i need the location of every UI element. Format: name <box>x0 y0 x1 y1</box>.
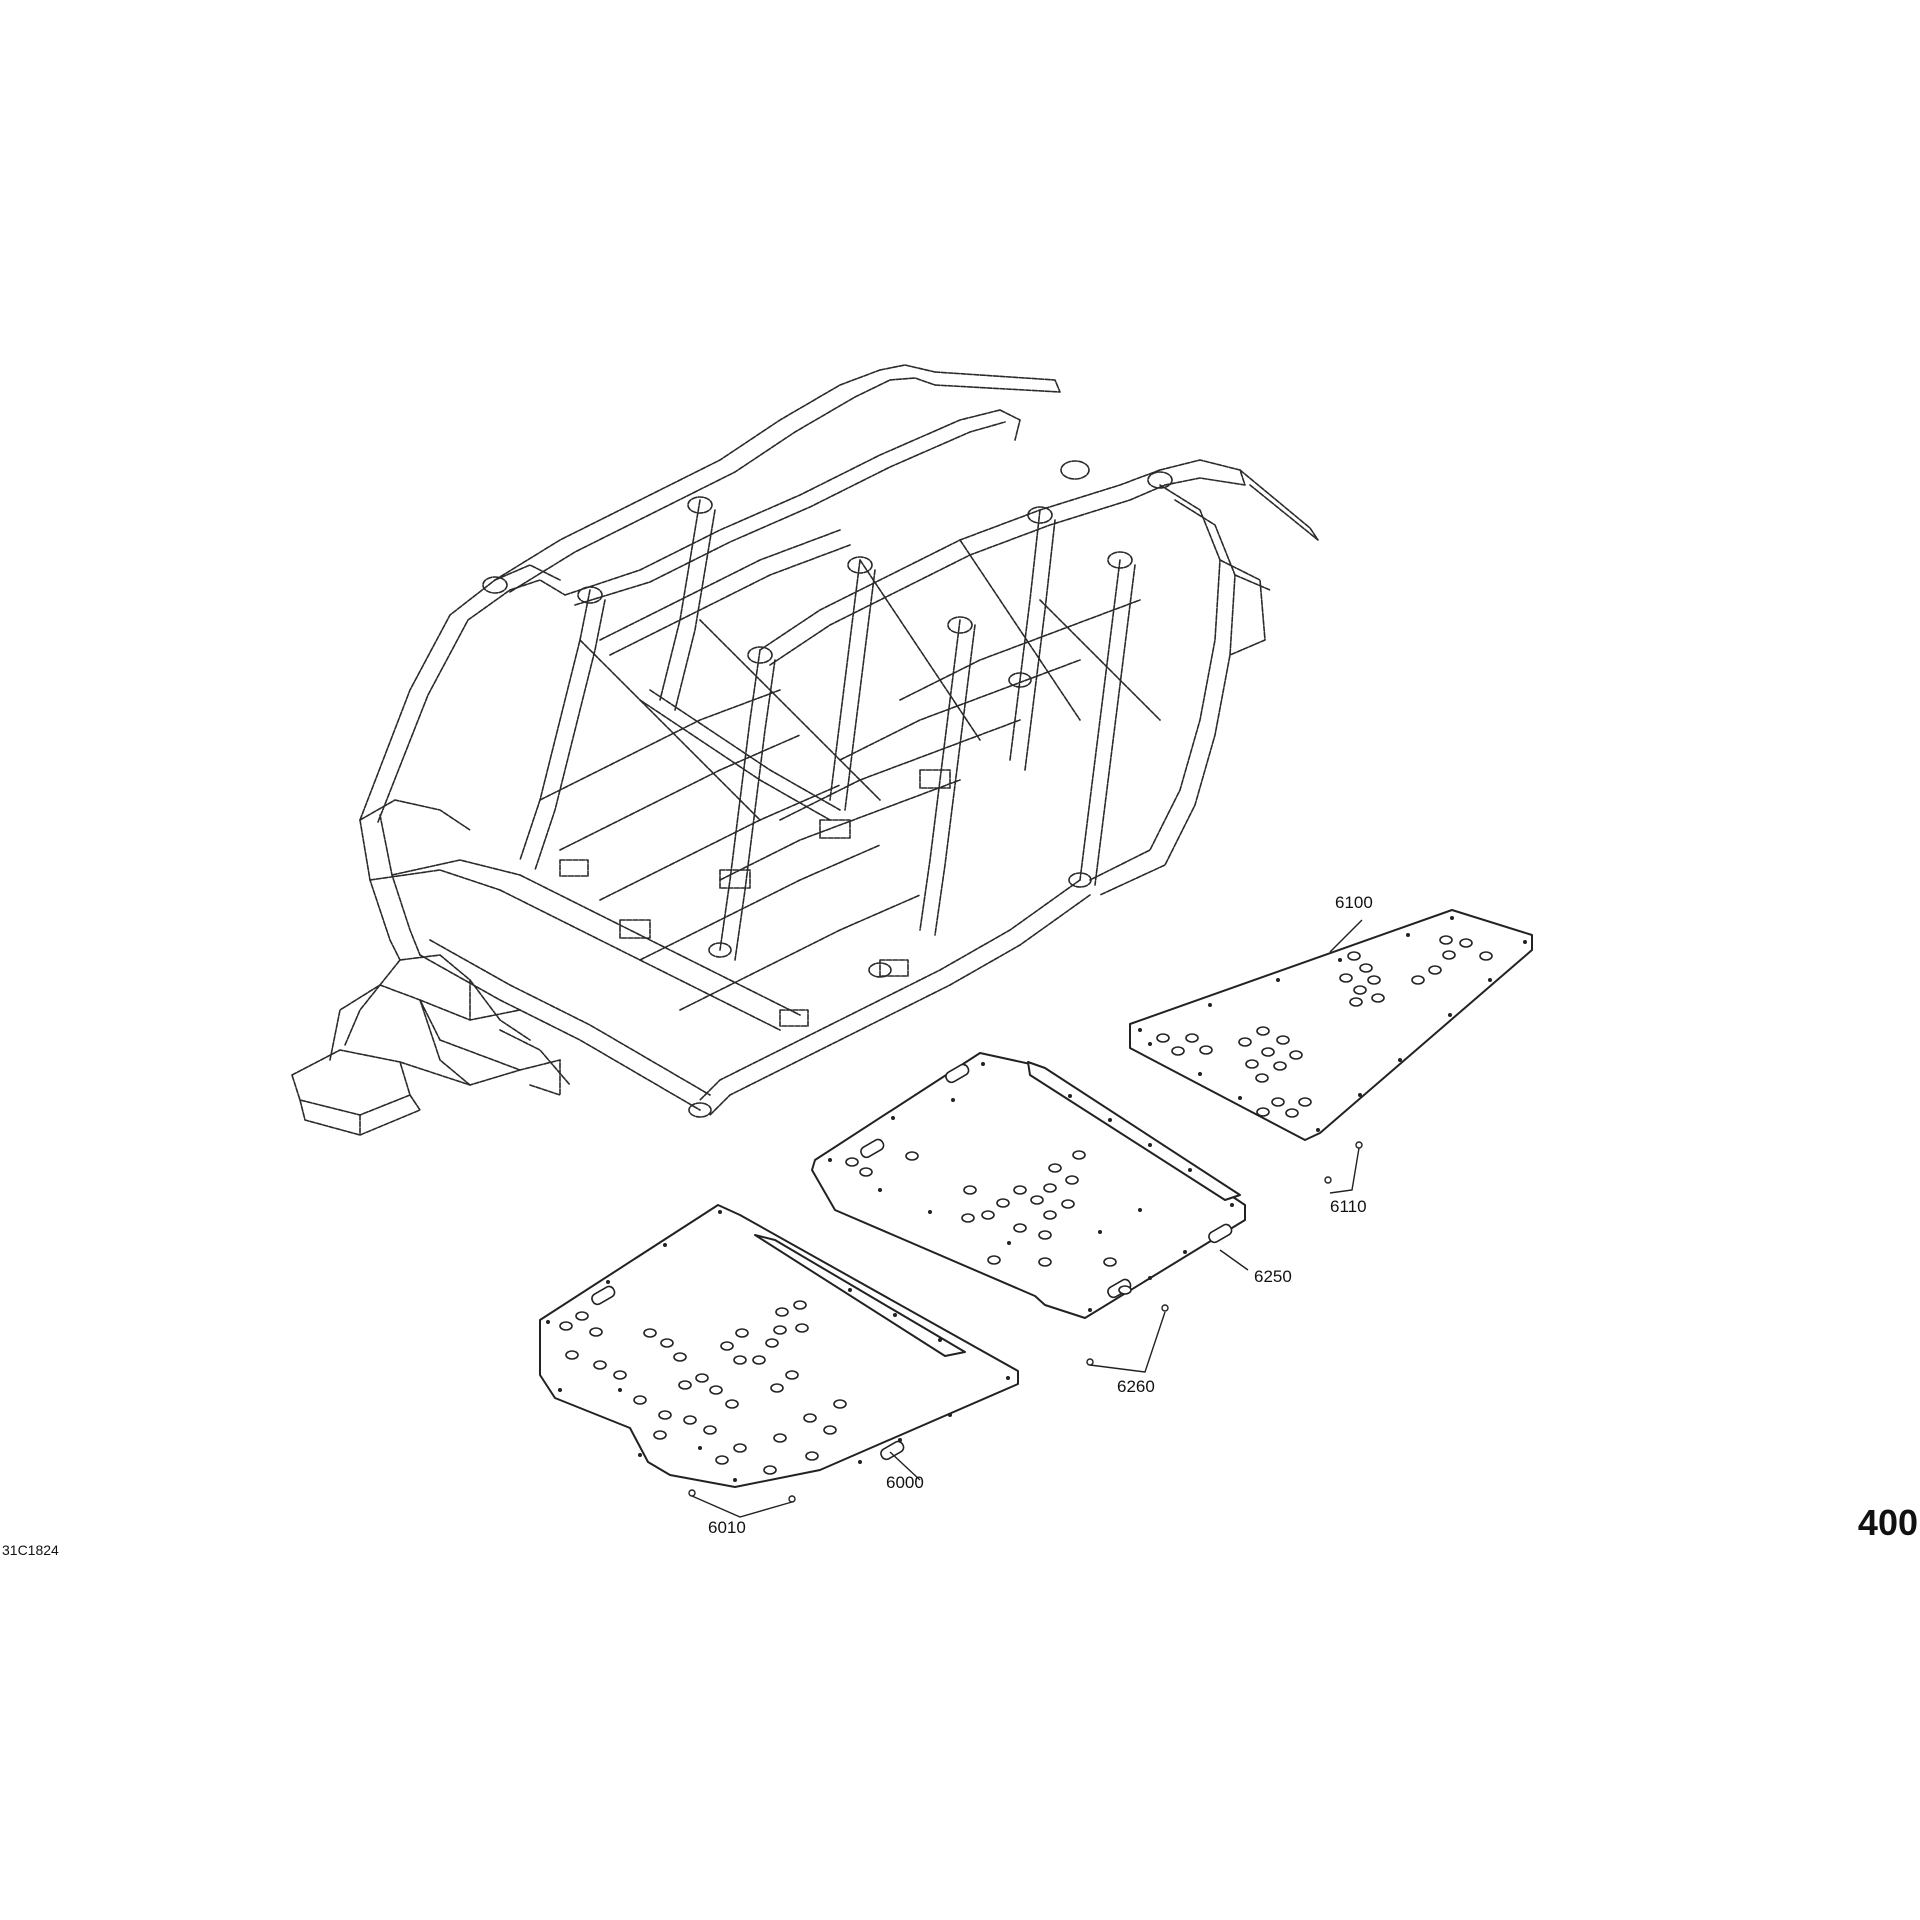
callout-6260: 6260 <box>1117 1377 1155 1396</box>
figure-code: 31C1824 <box>2 1542 59 1558</box>
callout-6010: 6010 <box>708 1518 746 1537</box>
callout-6000: 6000 <box>886 1473 924 1492</box>
plate-6250-slots <box>860 1063 1233 1299</box>
plate-6000-holes <box>559 1300 847 1475</box>
floor-plate-6000 <box>539 1204 1019 1488</box>
floor-plate-6100 <box>1129 909 1533 1141</box>
plate-6000-slots <box>591 1285 905 1461</box>
plate-6100-holes <box>1156 935 1493 1118</box>
vehicle-frame <box>291 364 1319 1136</box>
callout-6250: 6250 <box>1254 1267 1292 1286</box>
callout-6110: 6110 <box>1330 1197 1367 1216</box>
plate-6100-bolt-holes <box>1138 916 1527 1132</box>
plate-6250-holes <box>845 1150 1132 1295</box>
page-number: 400 <box>1858 1502 1918 1543</box>
floor-plate-6250 <box>811 1052 1246 1319</box>
leader-lines <box>688 919 1363 1518</box>
plate-6000-bolt-holes <box>546 1210 1010 1482</box>
plate-6250-bolt-holes <box>828 1062 1234 1312</box>
callout-6100: 6100 <box>1335 893 1373 912</box>
